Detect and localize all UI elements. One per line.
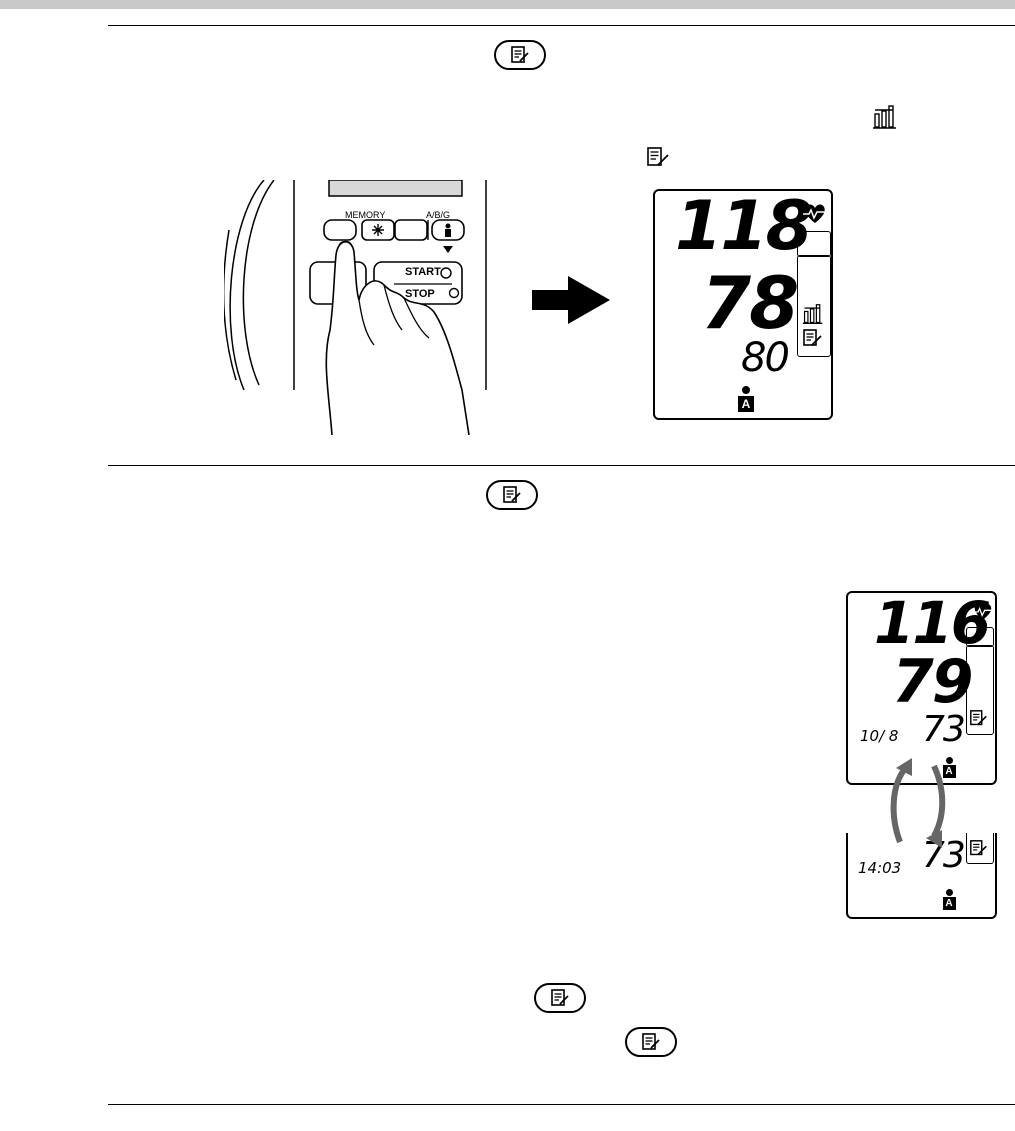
stop-label: STOP <box>405 288 435 300</box>
memo-button-inline-1[interactable] <box>494 40 546 70</box>
abg-label: A/B/G <box>426 210 451 220</box>
section-divider-2 <box>108 465 1015 466</box>
indicator-box <box>966 627 994 647</box>
memo-icon <box>642 1033 660 1050</box>
pulse-reading: 73 <box>922 709 966 750</box>
lcd-display-2: 116 79 73 10/ 8 A <box>846 589 997 785</box>
indicator-bar <box>797 255 831 357</box>
systolic-reading: 118 <box>675 187 813 266</box>
memo-icon <box>503 486 521 503</box>
average-bars-icon <box>802 304 823 324</box>
memo-button-inline-2[interactable] <box>486 480 538 510</box>
lcd-display-1: 118 78 80 A <box>653 187 833 420</box>
indicator-bar <box>966 645 994 735</box>
memo-icon <box>551 989 569 1006</box>
arrow-right-icon <box>532 276 610 324</box>
heart-pulse-icon <box>972 603 994 620</box>
user-icon: A <box>942 889 956 913</box>
start-label: START <box>405 266 441 278</box>
device-illustration <box>224 180 487 435</box>
heart-pulse-icon <box>803 204 827 223</box>
time-reading: 14:03 <box>858 859 902 877</box>
memory-label: MEMORY <box>345 210 386 220</box>
diastolic-reading: 79 <box>892 647 973 717</box>
header-bar <box>0 0 1015 9</box>
pulse-reading: 73 <box>922 835 966 876</box>
section-divider-1 <box>108 25 1015 26</box>
average-bars-icon <box>873 105 896 129</box>
pulse-reading: 80 <box>741 335 790 381</box>
memo-button-inline-4[interactable] <box>625 1027 677 1057</box>
cycle-arrows-icon <box>890 758 946 848</box>
section-divider-3 <box>108 1104 1015 1105</box>
memo-icon <box>511 46 529 63</box>
indicator-box <box>797 231 831 257</box>
user-icon: A <box>942 757 956 781</box>
diastolic-reading: 78 <box>701 261 799 345</box>
user-icon: A <box>737 386 755 414</box>
memo-icon <box>647 147 669 166</box>
memo-icon <box>970 840 987 856</box>
memo-button-inline-3[interactable] <box>534 983 586 1013</box>
memo-icon <box>803 329 822 346</box>
date-reading: 10/ 8 <box>860 727 899 745</box>
lcd-display-3: 73 14:03 A <box>846 833 997 919</box>
indicator-bar <box>966 833 994 864</box>
memo-icon <box>970 710 987 726</box>
